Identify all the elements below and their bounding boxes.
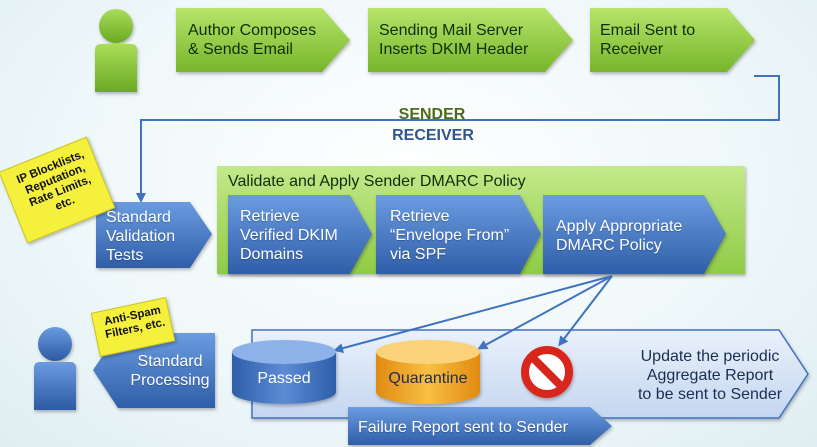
step-dkim-insert-shape: [368, 8, 573, 72]
validation-label: Standard Validation Tests: [106, 209, 176, 264]
step-author-compose-shape: [176, 8, 350, 72]
passed-cylinder-icon: [232, 340, 336, 404]
quarantine-label: Quarantine: [388, 370, 468, 387]
step-dkim-retrieve-shape: [228, 195, 372, 274]
step-author-compose-label: Author Composes & Sends Email: [188, 22, 317, 58]
arrow-to-quarantine: [477, 275, 613, 350]
reject-no-entry-icon: [521, 346, 573, 398]
validation-shape: [96, 202, 212, 268]
step-dkim-insert-label: Sending Mail Server Inserts DKIM Header: [379, 22, 529, 58]
step-email-sent-label: Email Sent to Receiver: [600, 22, 696, 58]
step-apply-policy-label: Apply Appropriate DMARC Policy: [556, 218, 683, 254]
processing-label: Standard Processing: [130, 353, 210, 389]
sender-label: SENDER: [398, 106, 466, 123]
aggregate-report-label: Update the periodic Aggregate Report to …: [637, 348, 783, 403]
step-dkim-retrieve-label: Retrieve Verified DKIM Domains: [240, 208, 338, 263]
dmarc-panel-title: Validate and Apply Sender DMARC Policy: [228, 173, 526, 190]
connector-sender-to-receiver: [136, 75, 780, 203]
arrow-to-passed: [333, 275, 613, 354]
step-email-sent-shape: [590, 8, 755, 72]
ip-blocklist-note: [0, 136, 116, 244]
quarantine-cylinder-icon: [376, 340, 480, 404]
passed-label: Passed: [257, 370, 311, 387]
antispam-note: [90, 296, 176, 358]
sender-person-icon: [95, 9, 137, 92]
receiver-person-icon: [34, 327, 76, 410]
step-spf-retrieve-shape: [376, 195, 541, 274]
step-spf-retrieve-label: Retrieve “Envelope From” via SPF: [390, 208, 510, 263]
failure-report-shape: [348, 407, 612, 445]
step-apply-policy-shape: [543, 195, 726, 274]
failure-report-label: Failure Report sent to Sender: [358, 419, 568, 436]
receiver-label: RECEIVER: [392, 127, 474, 144]
arrow-to-reject: [558, 275, 613, 347]
